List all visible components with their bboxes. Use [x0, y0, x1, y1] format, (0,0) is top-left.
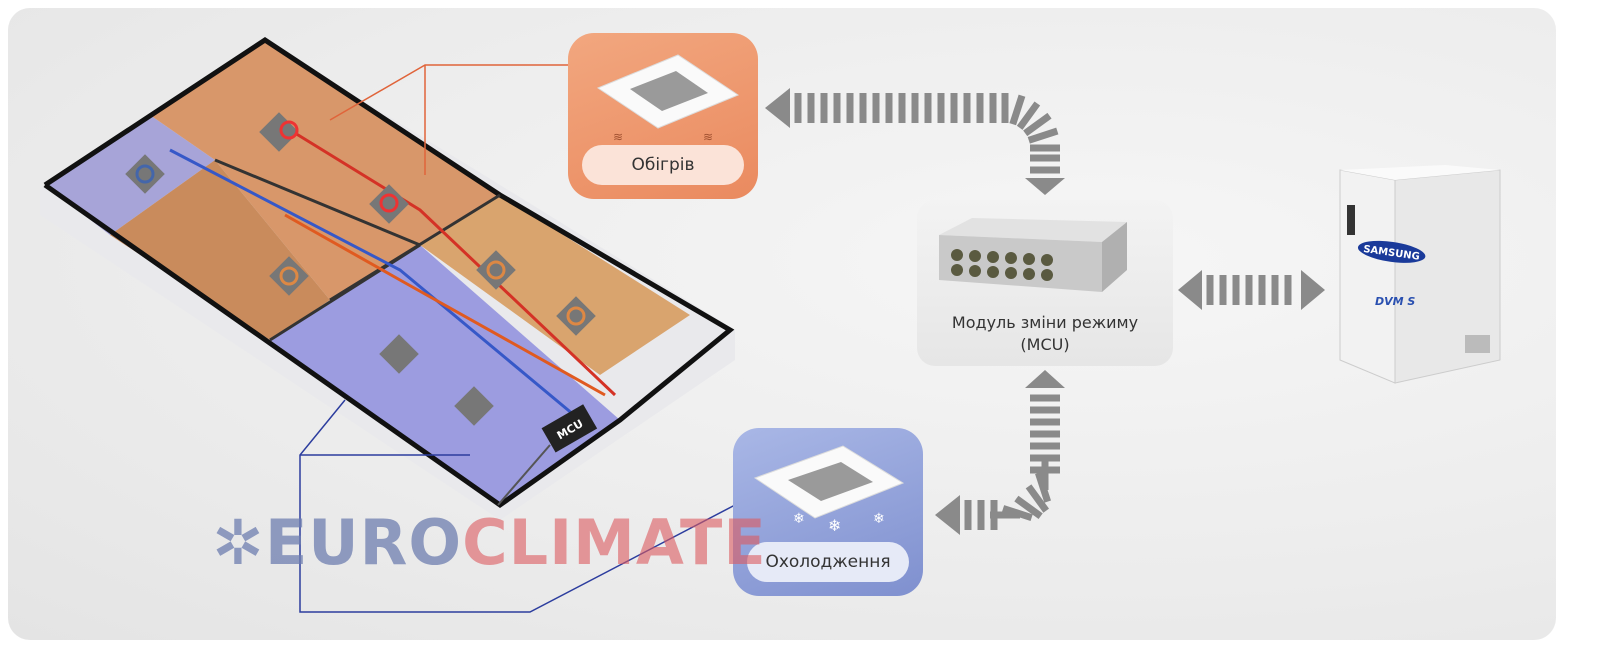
arrow-dash: [859, 93, 867, 123]
watermark-climate: CLIMATE: [462, 506, 767, 579]
watermark-fan-icon: ✲: [212, 506, 265, 579]
arrow-mcu-outdoor: [1178, 270, 1325, 310]
arrow-dash: [950, 93, 958, 123]
arrow-dash: [820, 93, 828, 123]
arrow-dash: [1030, 166, 1060, 174]
arrow-dash: [1245, 275, 1253, 305]
heating-card: ≋ ≋ Обігрів: [568, 33, 758, 199]
arrow-dash: [898, 93, 906, 123]
arrow-dash: [1014, 495, 1043, 520]
arrow-dash: [990, 500, 998, 530]
heat-waves-icon: ≋: [613, 130, 623, 144]
building-walls: [43, 37, 735, 509]
mcu-unit-image: [939, 218, 1127, 292]
cooling-label: Охолодження: [747, 542, 909, 582]
arrow-dash: [964, 500, 972, 530]
euroclimate-watermark: ✲EUROCLIMATE: [212, 506, 767, 579]
arrow-dash: [1030, 394, 1060, 402]
arrow-dash: [924, 93, 932, 123]
arrow-dash: [807, 93, 815, 123]
cassette-unit-icon: ≋ ≋: [596, 54, 740, 144]
arrow-dash: [1027, 127, 1059, 144]
arrow-dash: [1206, 275, 1214, 305]
arrow-dash: [885, 93, 893, 123]
cooling-pipe: [169, 148, 581, 422]
heating-label: Обігрів: [582, 145, 744, 185]
arrow-dash: [1030, 144, 1060, 152]
mcu-box-in-building: MCU: [541, 404, 598, 453]
cassette-unit-icon: ❄ ❄ ❄: [753, 445, 905, 535]
arrow-dash: [976, 93, 984, 123]
arrow-dash: [1030, 430, 1060, 438]
arrow-dash: [977, 500, 985, 530]
arrow-dash: [1041, 460, 1049, 490]
arrow-dash: [1030, 406, 1060, 414]
cooling-zone-lower: [270, 245, 620, 505]
arrow-dash: [1023, 112, 1052, 137]
arrow-dash: [1258, 275, 1266, 305]
cooling-connector-line: [299, 399, 736, 613]
arrow-mcu-to-heating: [765, 88, 790, 128]
arrow-dash: [1025, 484, 1050, 513]
arrow-dash: [911, 93, 919, 123]
snowflake-icon: ❄: [828, 516, 841, 535]
arrow-dash: [1219, 275, 1227, 305]
arrow-dash: [794, 93, 802, 123]
arrow-dash: [1001, 93, 1009, 123]
watermark-euro: EURO: [264, 506, 463, 579]
svg-text:DVM S: DVM S: [1375, 295, 1415, 308]
snowflake-icon: ❄: [873, 511, 885, 527]
mcu-card: Модуль зміни режиму (MCU): [917, 200, 1173, 366]
arrow-dash: [1009, 94, 1026, 126]
arrow-dash: [833, 93, 841, 123]
arrow-dash: [989, 93, 997, 123]
arrow-dash: [963, 93, 971, 123]
arrow-dash: [1232, 275, 1240, 305]
arrow-dash: [1030, 418, 1060, 426]
arrow-dash: [1030, 454, 1060, 462]
arrow-dash: [846, 93, 854, 123]
snowflake-icon: ❄: [793, 511, 805, 527]
arrow-dash: [1030, 442, 1060, 450]
arrow-dash: [937, 93, 945, 123]
heating-zone-right: [420, 195, 690, 375]
heating-zone: [150, 40, 500, 300]
arrow-dash: [1284, 275, 1292, 305]
heat-waves-icon: ≋: [703, 130, 713, 144]
arrow-dash: [1035, 472, 1052, 503]
arrow-dash-bars: [794, 93, 1292, 530]
heating-pipe: [289, 128, 617, 397]
arrow-mcu-to-cooling: [935, 495, 960, 535]
cooling-card: ❄ ❄ ❄ Охолодження: [733, 428, 923, 596]
arrow-dash: [1016, 101, 1041, 130]
arrow-dash: [1030, 154, 1060, 162]
heating-zone-middle: [110, 160, 330, 340]
arrow-dash: [1271, 275, 1279, 305]
mcu-abbreviation: (MCU): [1020, 335, 1070, 354]
mcu-title: Модуль зміни режиму: [951, 313, 1139, 332]
outdoor-unit-image: SAMSUNG DVM S: [1335, 165, 1505, 385]
arrow-dash: [872, 93, 880, 123]
samsung-logo: [1357, 240, 1426, 263]
